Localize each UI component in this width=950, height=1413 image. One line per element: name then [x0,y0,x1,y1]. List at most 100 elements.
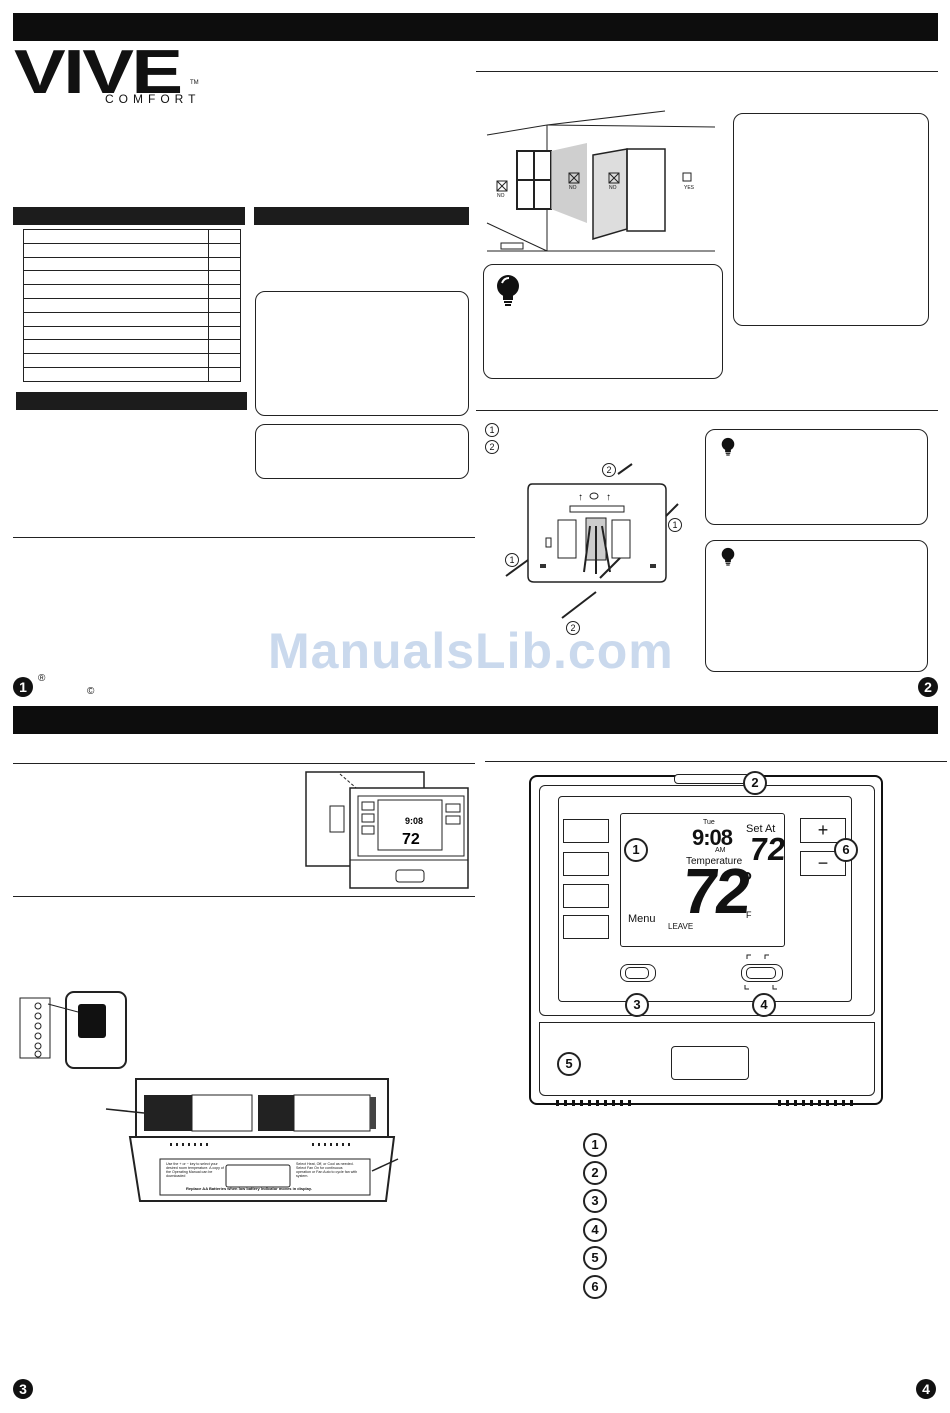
table-row [23,256,241,272]
table-row [23,311,241,327]
brand-tagline: COMFORT [105,92,201,106]
battery-label-bottom: Replace AA Batteries when low battery in… [186,1186,312,1191]
note-box-tools [255,291,469,416]
right-top-rule [476,71,938,72]
legend-number-6: 6 [583,1275,607,1299]
table-row [23,297,241,313]
attach-thermostat-diagram: 9:08 72 [305,771,469,889]
svg-text:↑: ↑ [578,492,583,503]
lightbulb-icon [721,547,735,566]
side-button-4[interactable] [563,915,609,939]
watermark: ManualsLib.com [268,623,674,679]
callout-screw-1b: 1 [668,518,682,532]
lcd-temperature-label: Temperature [686,856,743,867]
increase-button[interactable]: + [800,818,846,843]
table-row [23,229,241,244]
svg-text:72: 72 [402,831,420,848]
step-marker-2: 2 [485,440,499,454]
legend-number-4: 4 [583,1218,607,1242]
no-label-3: NO [609,185,617,191]
table-row [23,284,241,299]
legend-number-5: 5 [583,1246,607,1270]
side-button-3[interactable] [563,884,609,908]
copyright-mark: © [87,686,95,697]
rule-lower-right-1 [485,761,947,762]
vent-slots [556,1100,853,1106]
fan-switch[interactable] [620,964,656,982]
yes-label: YES [684,185,695,191]
side-button-1[interactable] [563,819,609,843]
table-row [23,339,241,355]
page-number-3: 3 [13,1379,33,1399]
brand-logo: VIVE [14,38,183,107]
battery-label-right: Select Heat, Off, or Cool as needed. Sel… [296,1162,358,1178]
section-header-tools [254,207,469,225]
mid-header-bar [13,706,938,734]
table-row [23,353,241,368]
no-label-1: NO [497,193,505,199]
table-row [23,325,241,341]
section-header-parts [13,207,245,225]
callout-4: 4 [752,993,776,1017]
note-box-right [733,113,929,326]
rule-lower-left-2 [13,896,475,897]
table-row [23,242,241,258]
trademark-mark: TM [190,80,199,86]
legend-number-3: 3 [583,1189,607,1213]
decrease-button[interactable]: − [800,851,846,876]
legend-number-2: 2 [583,1161,607,1185]
callout-3: 3 [625,993,649,1017]
top-release-slot[interactable] [674,774,750,784]
wallplate-diagram: ↑ ↑ [505,463,679,619]
callout-1: 1 [624,838,648,862]
battery-door[interactable] [539,1022,875,1096]
parts-table [23,229,241,382]
lcd-degree: ° [742,866,753,896]
battery-compartment-diagram [105,1078,399,1202]
left-divider [13,537,475,538]
no-label-2: NO [569,185,577,191]
table-row [23,270,241,286]
lcd-leave-label: LEAVE [668,922,694,931]
lcd-temperature: 72 [679,855,752,927]
page-number-2: 2 [918,677,938,697]
page-number-4: 4 [916,1379,936,1399]
lightbulb-icon [497,275,519,306]
callout-screw-2a: 1 [505,553,519,567]
callout-screw-1a: 2 [602,463,616,477]
lcd-day: Tue [703,819,715,826]
terminal-block-diagram [19,991,127,1069]
svg-text:9:08: 9:08 [405,816,423,826]
note-box-small [255,424,469,479]
switch-bracket-marks [744,954,777,990]
lcd-set-temp: 72 [748,831,788,867]
callout-5: 5 [557,1052,581,1076]
battery-label-left: Use the + or − key to select your desire… [166,1162,224,1178]
side-button-2[interactable] [563,852,609,876]
registered-mark: ® [38,673,46,684]
callout-screw-2b: 2 [566,621,580,635]
tip-box-location [483,264,723,379]
tip-box-mount-1 [705,429,928,525]
lcd-display [620,813,785,947]
door-window [671,1046,749,1080]
thermostat-inner [539,785,875,1016]
page-number-1: 1 [13,677,33,697]
lcd-time: 9:08 [692,825,733,850]
rule-lower-left-1 [13,763,475,764]
fan-switch-knob [625,967,649,979]
system-switch[interactable] [741,964,783,982]
system-switch-knob [746,967,776,979]
table-row [23,366,241,382]
top-header-bar [13,13,938,41]
svg-text:↑: ↑ [606,492,611,503]
lightbulb-icon [721,437,735,456]
lcd-set-at-label: Set At [746,823,776,835]
callout-2: 2 [743,771,767,795]
tip-box-mount-2 [705,540,928,672]
lcd-unit: F [746,910,752,920]
step-marker-1: 1 [485,423,499,437]
right-mid-rule [476,410,938,411]
section-header-specs [16,392,247,410]
lcd-ampm: AM [715,847,726,854]
